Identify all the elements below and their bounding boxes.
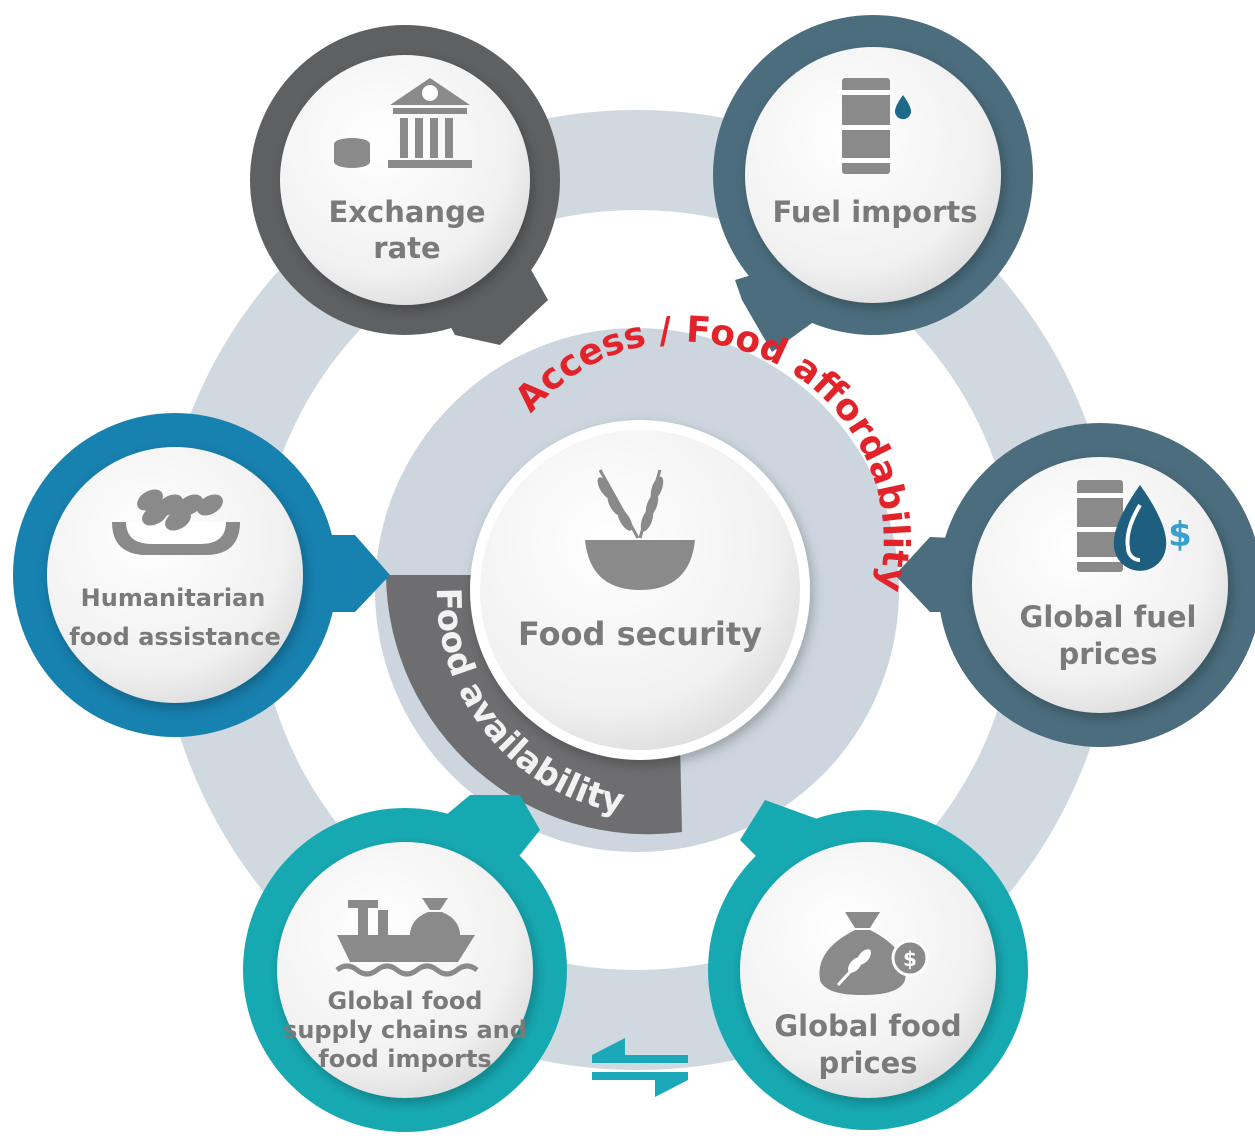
svg-text:$: $ (903, 947, 917, 971)
center-food-security: Food security (470, 420, 810, 760)
node-fuel-imports-line1: Fuel imports (773, 195, 978, 229)
node-humanitarian-line2: food assistance (69, 623, 281, 651)
node-exchange-rate-line1: Exchange (329, 195, 486, 229)
node-supply-chains-line1: Global food (328, 987, 483, 1015)
cargo-ship-icon (335, 898, 479, 977)
grain-sack-dollar-icon: $ (819, 912, 929, 995)
node-supply-chains-line2: supply chains and (283, 1016, 527, 1044)
node-exchange-rate: Exchange rate (250, 25, 560, 335)
node-humanitarian-line1: Humanitarian (81, 584, 266, 612)
exchange-arrows-icon (592, 1038, 688, 1097)
svg-text:$: $ (1168, 515, 1192, 555)
node-global-food-line1: Global food (774, 1009, 961, 1043)
node-global-fuel-line2: prices (1058, 637, 1157, 671)
node-exchange-rate-line2: rate (373, 231, 440, 265)
node-global-food-prices: $ Global food prices (708, 810, 1028, 1130)
node-global-fuel-prices: $ Global fuel prices (938, 423, 1255, 747)
center-label: Food security (518, 615, 762, 653)
grain-basket-icon (112, 489, 240, 555)
node-global-fuel-line1: Global fuel (1020, 600, 1197, 634)
grain-bowl-icon (585, 469, 695, 590)
fuel-barrel-icon (838, 78, 912, 174)
node-humanitarian: Humanitarian food assistance (13, 413, 337, 737)
node-supply-chains: Global food supply chains and food impor… (243, 808, 567, 1132)
node-fuel-imports: Fuel imports (713, 15, 1033, 335)
node-supply-chains-line3: food imports (318, 1045, 491, 1073)
bank-coins-icon (334, 78, 472, 168)
fuel-barrel-dollar-icon: $ (1073, 480, 1192, 572)
food-availability-arc (386, 575, 682, 835)
node-global-food-line2: prices (818, 1046, 917, 1080)
